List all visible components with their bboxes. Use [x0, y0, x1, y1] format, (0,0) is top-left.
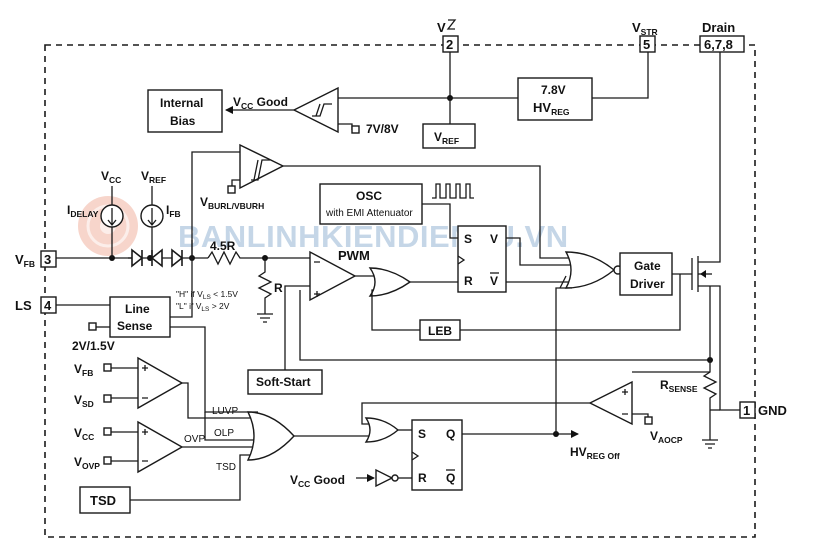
svg-text:S: S	[418, 427, 426, 441]
svg-text:RSENSE: RSENSE	[660, 378, 698, 394]
pin-vz-number: 2	[446, 37, 453, 52]
svg-text:IDELAY: IDELAY	[67, 203, 99, 219]
or-gate-latch	[364, 417, 400, 443]
olp-label: OLP	[214, 428, 234, 439]
svg-text:R: R	[464, 274, 473, 288]
tsd-signal-label: TSD	[216, 462, 236, 473]
pin-vfb	[40, 250, 57, 268]
svg-text:Soft-Start: Soft-Start	[256, 375, 311, 389]
clock-waveform-icon	[432, 183, 474, 199]
pin-gnd-text: GND	[758, 403, 787, 418]
svg-text:VSD: VSD	[74, 393, 94, 409]
svg-text:TSD: TSD	[90, 493, 116, 508]
pin-drain: Drain 6,7,8	[699, 20, 745, 53]
internal-bias-block: Internal Bias	[147, 89, 223, 133]
pin-drain-label: Drain	[702, 20, 735, 35]
soft-start-block: Soft-Start	[247, 369, 323, 395]
svg-text:VFB: VFB	[15, 252, 35, 269]
line-sense-block: Line Sense	[109, 296, 171, 338]
resistor-r-label: R	[274, 281, 283, 295]
gate-driver-block: Gate Driver	[619, 252, 673, 296]
tsd-block: TSD	[79, 486, 131, 514]
pin-vz-label: V	[437, 20, 446, 35]
or-gate-pwm	[368, 267, 412, 297]
nor-gate-output	[564, 251, 616, 289]
svg-text:HVREG Off: HVREG Off	[570, 445, 620, 461]
svg-text:Driver: Driver	[630, 277, 665, 291]
leb-block: LEB	[419, 319, 461, 341]
pin-vz: V 2	[437, 19, 459, 53]
svg-text:VCC Good: VCC Good	[233, 95, 288, 111]
pin-vstr-number: 5	[643, 37, 650, 52]
uvlo-comparator	[292, 86, 339, 134]
resistor-4-5r	[207, 250, 310, 266]
ifb-current-source-icon	[140, 204, 164, 228]
osc-block: OSC with EMI Attenuator	[319, 183, 423, 225]
ovp-comparator	[137, 420, 184, 474]
svg-text:VCC Good: VCC Good	[290, 473, 345, 489]
svg-text:Internal: Internal	[160, 96, 203, 110]
uvlo-threshold: 7V/8V	[366, 122, 399, 136]
svg-text:S: S	[464, 232, 472, 246]
svg-text:Q: Q	[446, 471, 455, 485]
svg-text:"L" if VLS > 2V: "L" if VLS > 2V	[176, 301, 230, 313]
svg-text:VOVP: VOVP	[74, 455, 100, 471]
pin-ls-label: LS	[15, 298, 32, 313]
svg-text:HVREG: HVREG	[533, 100, 570, 117]
svg-text:with EMI Attenuator: with EMI Attenuator	[325, 208, 413, 219]
svg-text:V: V	[490, 232, 498, 246]
resistor-4-5r-label: 4.5R	[210, 239, 236, 253]
aocp-comparator	[588, 380, 633, 426]
svg-text:VSTR: VSTR	[632, 20, 658, 37]
svg-text:VCC: VCC	[101, 169, 121, 185]
idelay-current-source-icon	[100, 204, 124, 228]
ovp-label: OVP	[184, 434, 205, 445]
pin-vfb-number: 3	[44, 252, 51, 267]
svg-text:VAOCP: VAOCP	[650, 429, 683, 445]
svg-text:V: V	[490, 274, 498, 288]
pin-gnd-number: 1	[743, 403, 750, 418]
pwm-label: PWM	[338, 248, 370, 263]
or-gate-protection	[246, 411, 295, 461]
ground-icon	[257, 313, 273, 323]
svg-text:VFB: VFB	[74, 362, 93, 378]
svg-text:IFB: IFB	[166, 203, 181, 219]
svg-text:VBURL/VBURH: VBURL/VBURH	[200, 195, 264, 211]
svg-text:Q: Q	[446, 427, 455, 441]
burst-comparator	[239, 143, 285, 190]
line-sense-threshold: 2V/1.5V	[72, 339, 115, 353]
sr-flipflop-bottom: S Q R Q	[411, 419, 463, 491]
ground-icon-rsense	[702, 410, 718, 449]
sr-flipflop-top: S V R V	[457, 225, 507, 293]
pin-gnd	[739, 401, 756, 419]
svg-text:Gate: Gate	[634, 259, 661, 273]
svg-text:VREF: VREF	[141, 169, 166, 185]
pin-vstr: VSTR 5	[632, 20, 658, 53]
luvp-label: LUVP	[212, 406, 238, 417]
hvreg-block: 7.8V HVREG	[517, 77, 593, 121]
svg-text:VREF: VREF	[434, 130, 459, 146]
power-mosfet	[672, 52, 721, 404]
inverter-icon	[375, 468, 394, 488]
hvreg-voltage: 7.8V	[541, 83, 566, 97]
svg-text:R: R	[418, 471, 427, 485]
svg-text:"H" if VLS < 1.5V: "H" if VLS < 1.5V	[176, 289, 238, 301]
luvp-comparator	[137, 356, 184, 410]
svg-text:Bias: Bias	[170, 114, 196, 128]
pin-ls-number: 4	[44, 298, 52, 313]
resistor-r	[257, 258, 273, 314]
svg-text:LEB: LEB	[428, 324, 452, 338]
svg-text:Sense: Sense	[117, 319, 153, 333]
svg-text:OSC: OSC	[356, 189, 382, 203]
pin-drain-number: 6,7,8	[704, 37, 733, 52]
pwm-comparator	[309, 250, 357, 302]
vref-block: VREF	[422, 123, 476, 149]
svg-text:Line: Line	[125, 302, 150, 316]
svg-text:VCC: VCC	[74, 426, 94, 442]
ic-boundary	[44, 44, 756, 538]
